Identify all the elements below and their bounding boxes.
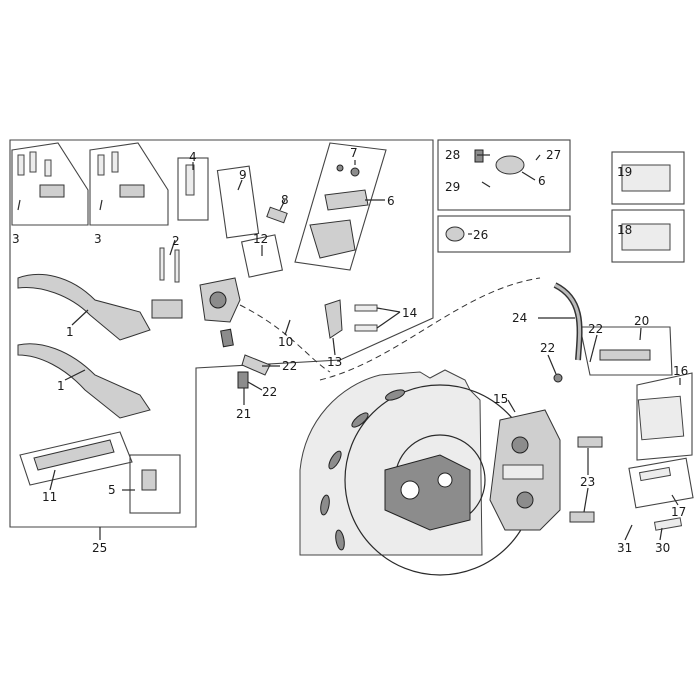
callout-8: 8 <box>281 193 289 207</box>
subgroup-boxes <box>11 139 694 514</box>
callout-21: 21 <box>236 407 251 421</box>
callout-15: 15 <box>493 392 508 406</box>
callout-26: 26 <box>473 228 488 242</box>
bolt-groups <box>17 149 685 531</box>
callout-7: 7 <box>350 146 358 160</box>
callout-4: 4 <box>189 150 197 164</box>
leader-lines <box>17 154 681 541</box>
callout-1a: 1 <box>66 325 74 339</box>
callout-24: 24 <box>512 311 527 325</box>
callout-30: 30 <box>655 541 670 555</box>
callout-25: 25 <box>92 541 107 555</box>
callout-22a: 22 <box>282 359 297 373</box>
callout-16: 16 <box>673 364 688 378</box>
brake-hose <box>239 277 583 381</box>
callout-10: 10 <box>278 335 293 349</box>
brake-caliper <box>489 409 561 531</box>
callout-23: 23 <box>580 475 595 489</box>
callout-1b: 1 <box>57 379 65 393</box>
callout-14: 14 <box>402 306 417 320</box>
callout-18: 18 <box>617 223 632 237</box>
callout-22c: 22 <box>540 341 555 355</box>
callout-31: 31 <box>617 541 632 555</box>
callout-28: 28 <box>445 148 460 162</box>
callout-6b: 6 <box>538 174 546 188</box>
callout-9: 9 <box>239 168 247 182</box>
callout-29: 29 <box>445 180 460 194</box>
brake-levers <box>17 273 151 419</box>
reservoir-cap <box>309 164 369 259</box>
brake-disc <box>299 369 536 576</box>
callout-3b: 3 <box>94 232 102 246</box>
callout-2: 2 <box>172 234 180 248</box>
master-cylinder <box>151 277 241 348</box>
callout-22b: 22 <box>262 385 277 399</box>
callout-13: 13 <box>327 355 342 369</box>
callout-22d: 22 <box>588 322 603 336</box>
callout-labels: 1 1 2 3 3 4 5 6 6 7 8 9 10 11 12 13 14 1… <box>12 146 688 555</box>
callout-11: 11 <box>42 490 57 504</box>
callout-3a: 3 <box>12 232 20 246</box>
callout-20: 20 <box>634 314 649 328</box>
callout-12: 12 <box>253 232 268 246</box>
callout-27: 27 <box>546 148 561 162</box>
callout-6a: 6 <box>387 194 395 208</box>
callout-17: 17 <box>671 505 686 519</box>
callout-5: 5 <box>108 483 116 497</box>
callout-19: 19 <box>617 165 632 179</box>
